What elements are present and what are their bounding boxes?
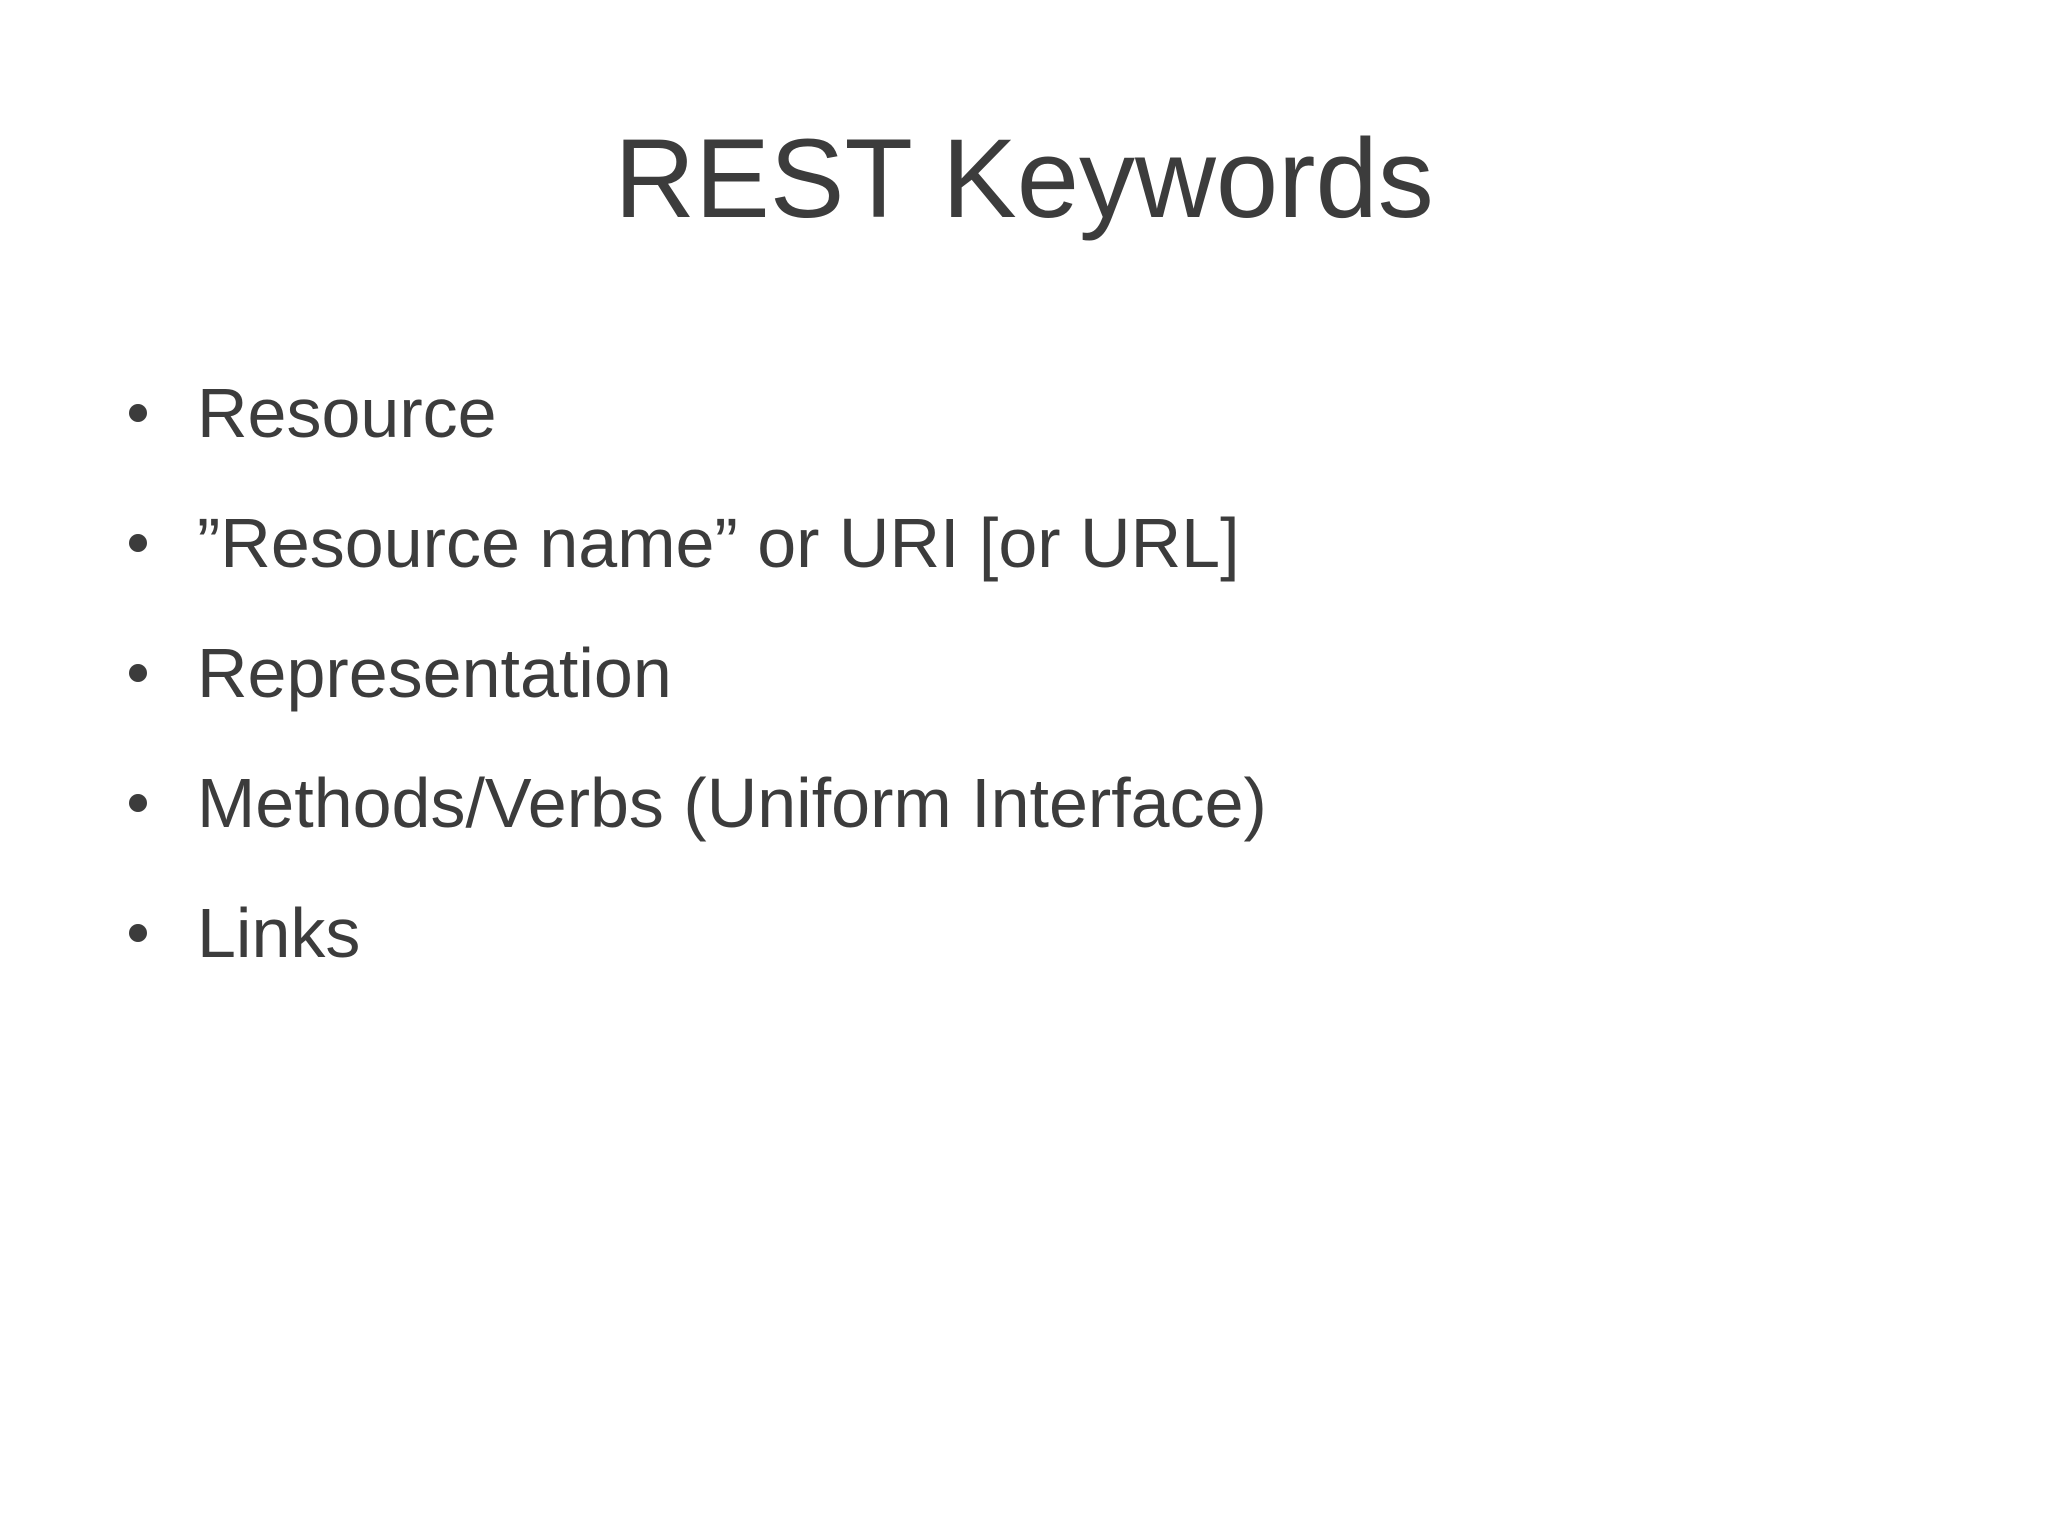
bullet-item-resource-name: ”Resource name” or URI [or URL] xyxy=(0,478,2048,608)
bullet-list: Resource ”Resource name” or URI [or URL]… xyxy=(0,348,2048,998)
slide-title: REST Keywords xyxy=(614,116,1434,241)
bullet-dot xyxy=(129,404,147,422)
bullet-item-methods-verbs: Methods/Verbs (Uniform Interface) xyxy=(0,738,2048,868)
bullet-dot xyxy=(129,794,147,812)
bullet-text: Representation xyxy=(197,634,672,712)
bullet-dot xyxy=(129,664,147,682)
bullet-text: Methods/Verbs (Uniform Interface) xyxy=(197,764,1267,842)
bullet-text: ”Resource name” or URI [or URL] xyxy=(197,504,1240,582)
bullet-text: Resource xyxy=(197,374,497,452)
bullet-text: Links xyxy=(197,894,361,972)
bullet-dot xyxy=(129,534,147,552)
bullet-item-representation: Representation xyxy=(0,608,2048,738)
bullet-item-resource: Resource xyxy=(0,348,2048,478)
bullet-item-links: Links xyxy=(0,868,2048,998)
bullet-dot xyxy=(129,924,147,942)
